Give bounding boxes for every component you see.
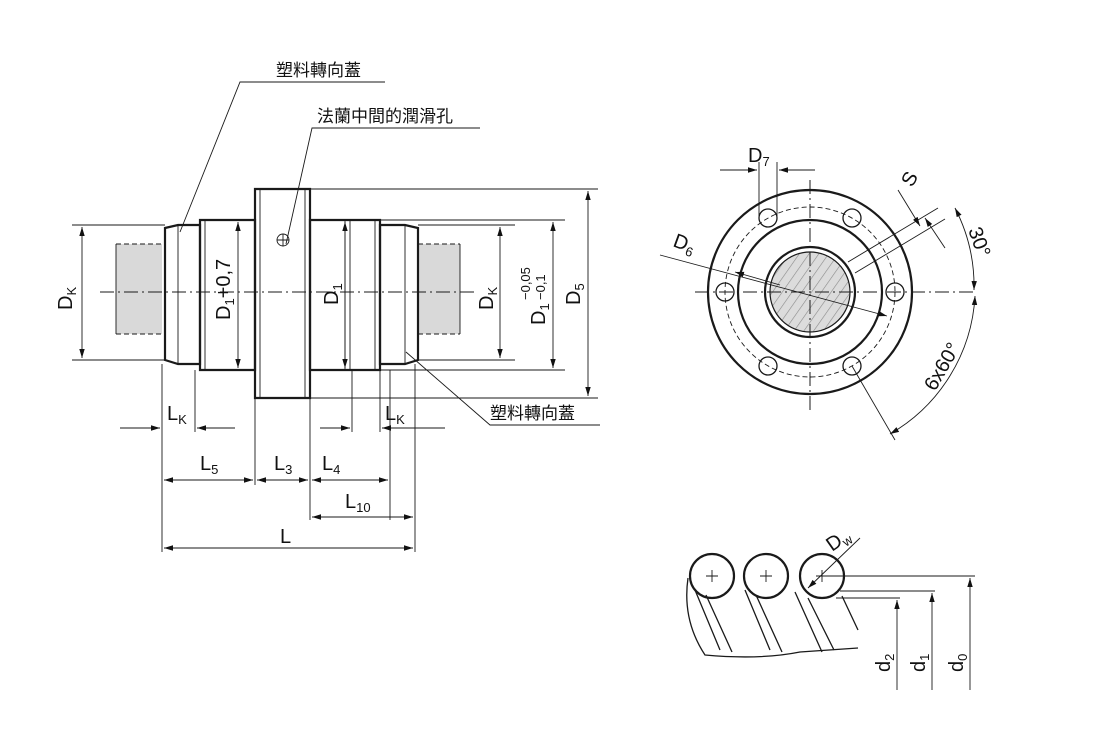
dim-d1-tol-upper: −0,05 [518,267,533,300]
label-plastic-cap-top: 塑料轉向蓋 [276,61,361,81]
dim-d1-tol: D1 [528,303,552,325]
side-view [72,81,600,552]
lube-channel [847,207,946,274]
dim-l4: L4 [322,453,340,477]
dim-d7: D7 [748,145,770,169]
ball-detail-view [686,537,975,690]
leader-plastic-cap-bottom [405,351,600,426]
dim-d5: D5 [563,283,587,305]
dim-l: L [280,526,291,548]
label-flange-lube-hole: 法蘭中間的潤滑孔 [317,107,453,127]
dim-dk-left: DK [55,287,79,310]
dim-l5: L5 [200,453,218,477]
dim-l10: L10 [345,491,371,515]
dim-d1-plus: D1+0,7 [213,259,237,320]
angle-60-arc [889,295,978,435]
dim-s: S [897,168,923,191]
dim-d2: d2 [873,654,897,672]
screw-left-shade [116,244,162,334]
leader-lube-hole [285,127,480,245]
front-view [659,162,978,441]
angle-30-arc [954,207,977,291]
dim-angle-30: 30° [963,224,994,260]
dim-d1-tol-lower: −0,1 [533,274,548,300]
right-plastic-cap [378,223,420,366]
dim-d1-mid: D1 [321,283,345,305]
leader-plastic-cap-top [179,81,385,233]
dim-d1-small: d1 [908,654,932,672]
ball-1 [688,552,736,600]
dim-d6: D6 [670,230,699,260]
screw-right-shade [418,244,460,334]
left-plastic-cap [163,223,202,366]
dim-angle-6x60: 6x60° [920,339,965,394]
thread-outline [686,577,859,658]
dim-lk-right: LK [385,403,405,427]
ball-2 [742,552,790,600]
dim-l3: L3 [274,453,292,477]
flange [253,187,312,400]
dim-dw: Dw [822,524,856,558]
dim-d0: d0 [946,654,970,672]
label-plastic-cap-bottom: 塑料轉向蓋 [490,404,575,424]
dim-lk-left: LK [167,403,187,427]
dim-dk-right: DK [476,287,500,310]
